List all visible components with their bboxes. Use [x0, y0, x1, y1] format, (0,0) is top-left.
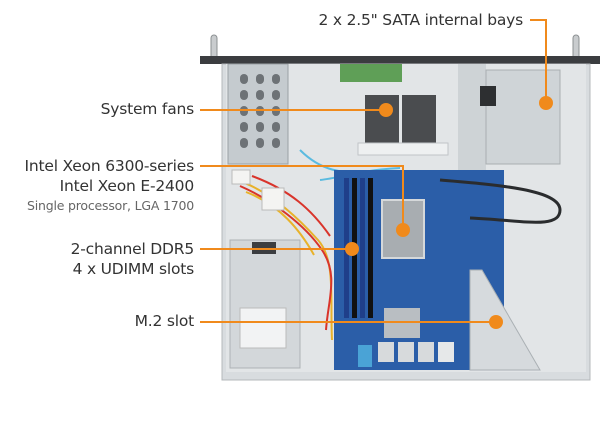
callout-system-fans-label: System fans — [100, 99, 195, 119]
sata-bays-text: 2 x 2.5" SATA internal bays — [318, 11, 523, 29]
callout-memory-line — [200, 248, 352, 250]
system-fans-hardware — [357, 95, 449, 156]
cpu-line-1: Intel Xeon 6300-series — [24, 157, 195, 175]
memory-line-1: 2-channel DDR5 — [70, 240, 195, 258]
rear-io-ports — [358, 342, 454, 367]
m2-text: M.2 slot — [134, 312, 195, 330]
cpu-line-2: Intel Xeon E-2400 — [59, 177, 195, 195]
callout-m2-line — [200, 321, 496, 323]
callout-m2-dot — [489, 315, 503, 329]
callout-memory-dot — [345, 242, 359, 256]
front-panel-board — [340, 64, 402, 82]
front-bezel — [200, 56, 600, 64]
callout-cpu-hline — [200, 165, 404, 167]
left-cage — [227, 63, 289, 165]
callout-sata-bays-label: 2 x 2.5" SATA internal bays — [318, 10, 523, 30]
callout-system-fans-line — [200, 109, 386, 111]
system-fans-text: System fans — [100, 100, 195, 118]
memory-line-2: 4 x UDIMM slots — [72, 260, 195, 278]
sata-bay-hardware — [458, 64, 561, 176]
callout-sata-bays-vline — [545, 19, 547, 103]
callout-cpu-dot — [396, 223, 410, 237]
callout-cpu-vline — [402, 165, 404, 230]
cpu-subtext: Single processor, LGA 1700 — [27, 198, 194, 213]
callout-system-fans-dot — [379, 103, 393, 117]
callout-memory-label: 2-channel DDR5 4 x UDIMM slots — [70, 239, 195, 279]
power-supply — [229, 239, 301, 369]
callout-cpu-label: Intel Xeon 6300-series Intel Xeon E-2400… — [24, 156, 195, 216]
callout-m2-label: M.2 slot — [134, 311, 195, 331]
callout-sata-bays-dot — [539, 96, 553, 110]
callout-sata-bays-hline — [530, 19, 547, 21]
riser-bracket — [469, 269, 541, 371]
